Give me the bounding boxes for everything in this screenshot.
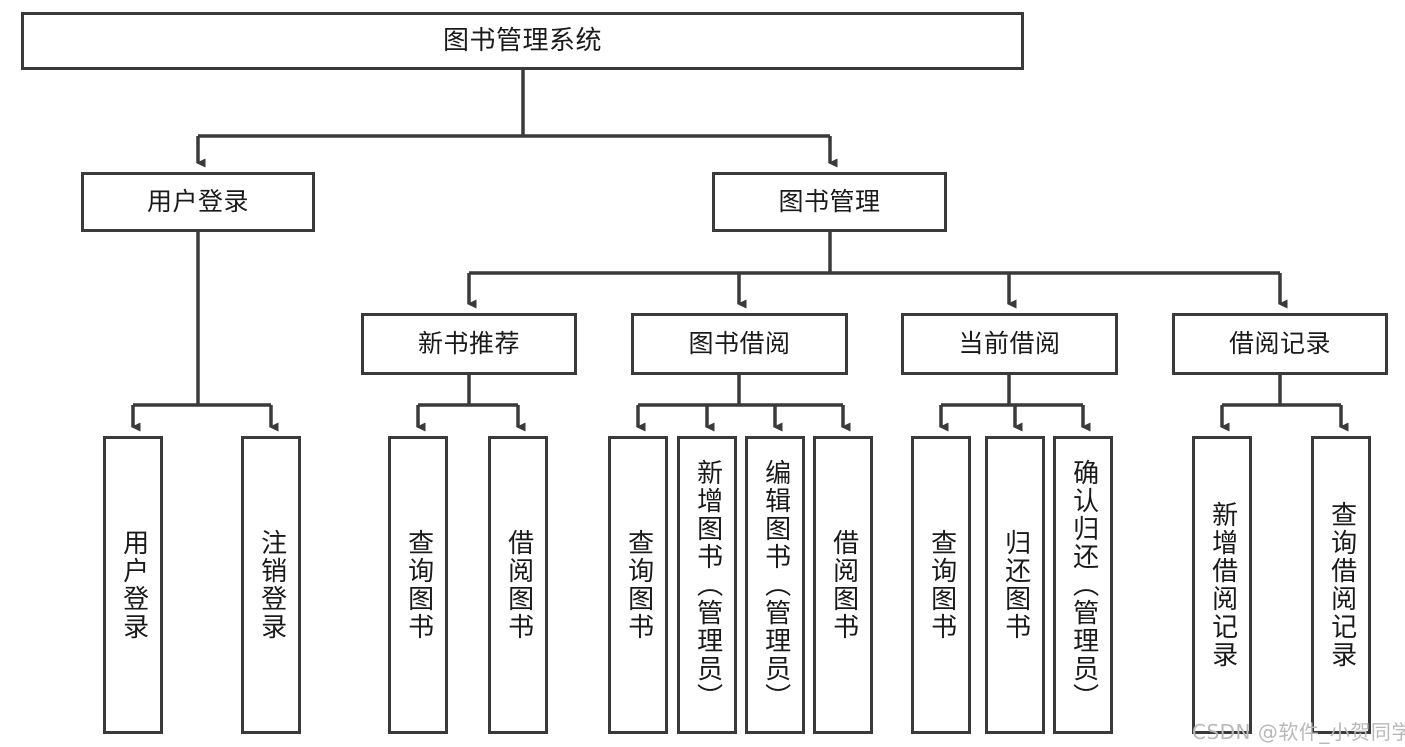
node-leaf-add-borrow-record[interactable]: 新增借阅记录 xyxy=(1192,436,1252,734)
node-label: 查询图书 xyxy=(403,529,434,641)
node-label: 查询图书 xyxy=(623,529,654,641)
node-leaf-user-logout[interactable]: 注销登录 xyxy=(241,436,301,734)
node-leaf-return-book[interactable]: 归还图书 xyxy=(985,436,1045,734)
csdn-watermark: CSDN @软件_小贺同学 xyxy=(1192,720,1405,744)
node-leaf-query-book-current[interactable]: 查询图书 xyxy=(911,436,971,734)
node-label: 新增图书（管理员） xyxy=(692,459,723,711)
node-label: 注销登录 xyxy=(256,529,287,641)
node-label: 借阅图书 xyxy=(503,529,534,641)
node-label: 当前借阅 xyxy=(958,329,1061,359)
node-leaf-confirm-return[interactable]: 确认归还（管理员） xyxy=(1053,436,1113,734)
node-leaf-edit-book[interactable]: 编辑图书（管理员） xyxy=(745,436,805,734)
node-book-manage[interactable]: 图书管理 xyxy=(712,172,947,232)
node-root-system[interactable]: 图书管理系统 xyxy=(21,12,1024,70)
node-label: 编辑图书（管理员） xyxy=(760,459,791,711)
node-label: 用户登录 xyxy=(118,529,149,641)
node-label: 确认归还（管理员） xyxy=(1068,459,1099,711)
node-leaf-borrow-book-recommend[interactable]: 借阅图书 xyxy=(488,436,548,734)
node-label: 归还图书 xyxy=(1000,529,1031,641)
node-leaf-user-login[interactable]: 用户登录 xyxy=(103,436,163,734)
node-label: 查询借阅记录 xyxy=(1326,501,1357,669)
node-new-book-recommend[interactable]: 新书推荐 xyxy=(361,313,577,375)
node-borrow-record[interactable]: 借阅记录 xyxy=(1172,313,1388,375)
node-leaf-query-book-recommend[interactable]: 查询图书 xyxy=(388,436,448,734)
node-user-login[interactable]: 用户登录 xyxy=(81,172,315,232)
node-label: 借阅图书 xyxy=(828,529,859,641)
node-current-borrow[interactable]: 当前借阅 xyxy=(901,313,1118,375)
node-label: 用户登录 xyxy=(146,187,249,217)
node-label: 新增借阅记录 xyxy=(1207,501,1238,669)
node-book-borrow[interactable]: 图书借阅 xyxy=(631,313,848,375)
node-leaf-query-borrow-record[interactable]: 查询借阅记录 xyxy=(1311,436,1371,734)
node-leaf-borrow-book[interactable]: 借阅图书 xyxy=(813,436,873,734)
node-label: 新书推荐 xyxy=(417,329,520,359)
node-label: 图书管理系统 xyxy=(442,25,602,56)
node-leaf-query-book-borrow[interactable]: 查询图书 xyxy=(608,436,668,734)
node-label: 查询图书 xyxy=(926,529,957,641)
node-leaf-add-book[interactable]: 新增图书（管理员） xyxy=(677,436,737,734)
node-label: 图书借阅 xyxy=(688,329,791,359)
node-label: 借阅记录 xyxy=(1228,329,1331,359)
node-label: 图书管理 xyxy=(778,187,881,217)
